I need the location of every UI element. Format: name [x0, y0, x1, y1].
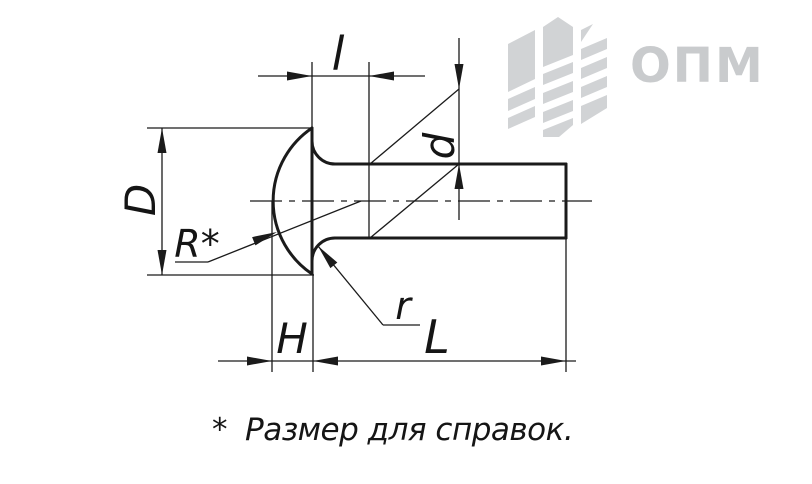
- label-r: r: [395, 284, 411, 328]
- dim-H-L: [218, 201, 576, 372]
- leader-R: [175, 200, 362, 263]
- opm-logo-text: ОПМ: [630, 38, 765, 94]
- rivet-outline: [271, 126, 568, 276]
- label-l: l: [331, 27, 345, 81]
- label-d: d: [415, 132, 464, 160]
- dim-d: [369, 38, 464, 239]
- dim-l: [258, 62, 425, 238]
- dim-D: [147, 127, 314, 276]
- label-L: L: [424, 310, 450, 364]
- label-H: H: [276, 314, 308, 363]
- reference-note: * Размер для справок.: [212, 412, 574, 448]
- note-text: Размер для справок.: [245, 412, 574, 448]
- opm-logo-icon: [508, 17, 607, 137]
- label-D: D: [116, 183, 165, 217]
- label-R: R*: [174, 222, 220, 266]
- note-asterisk: *: [212, 412, 228, 448]
- leader-r: [317, 245, 420, 326]
